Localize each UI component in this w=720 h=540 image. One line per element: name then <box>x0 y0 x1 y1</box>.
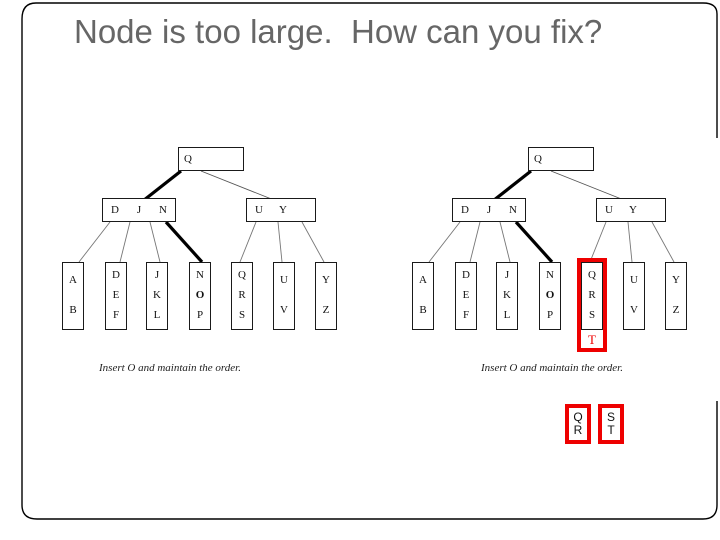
leaf-key: K <box>503 289 511 302</box>
overflow-added-key: T <box>588 332 596 347</box>
btree-diagram-after: Q D J N U Y A B D E F J K L N O P <box>400 140 720 390</box>
leaf-key: Y <box>322 274 330 287</box>
btree-leaf: D E F <box>455 262 477 330</box>
node-key: U <box>605 204 613 216</box>
node-key: D <box>111 204 119 216</box>
leaf-key: Q <box>238 269 246 282</box>
node-key: J <box>486 204 492 216</box>
btree-leaf: Q R S <box>231 262 253 330</box>
btree-leaf: U V <box>623 262 645 330</box>
node-key: N <box>509 204 517 216</box>
leaf-key: B <box>419 304 427 317</box>
leaf-key: S <box>588 309 596 322</box>
page-title: Node is too large. How can you fix? <box>74 13 603 50</box>
btree-diagram-before: Q D J N U Y A B D E F J K L N O <box>50 140 370 390</box>
btree-node-internal-left: D J N <box>452 198 526 222</box>
leaf-key: Y <box>672 274 680 287</box>
leaf-key: S <box>238 309 246 322</box>
node-key: N <box>159 204 167 216</box>
leaf-key: Z <box>672 304 680 317</box>
node-key: J <box>136 204 142 216</box>
leaf-key: E <box>112 289 120 302</box>
leaf-key: F <box>112 309 120 322</box>
btree-leaf: A B <box>62 262 84 330</box>
leaf-key: J <box>154 269 160 282</box>
node-key: Y <box>629 204 637 216</box>
btree-leaf: U V <box>273 262 295 330</box>
node-key: D <box>461 204 469 216</box>
split-key: Q <box>573 410 583 425</box>
btree-leaf: J K L <box>496 262 518 330</box>
btree-leaf: D E F <box>105 262 127 330</box>
btree-node-internal-left: D J N <box>102 198 176 222</box>
leaf-key: L <box>503 309 511 322</box>
leaf-key: A <box>69 274 77 287</box>
diagram-caption: Insert O and maintain the order. <box>481 362 623 374</box>
btree-edges-before <box>78 169 325 264</box>
split-node-left: Q R <box>565 404 591 444</box>
leaf-key: B <box>69 304 77 317</box>
btree-leaf: J K L <box>146 262 168 330</box>
leaf-key: J <box>504 269 510 282</box>
leaf-key: L <box>153 309 161 322</box>
diagram-caption: Insert O and maintain the order. <box>99 362 241 374</box>
leaf-key: Z <box>322 304 330 317</box>
leaf-key: A <box>419 274 427 287</box>
leaf-key: P <box>196 309 204 322</box>
btree-leaf: Y Z <box>665 262 687 330</box>
btree-leaf: Y Z <box>315 262 337 330</box>
leaf-key: P <box>546 309 554 322</box>
leaf-key: F <box>462 309 470 322</box>
node-key: Y <box>279 204 287 216</box>
btree-leaf-target: N O P <box>539 262 561 330</box>
leaf-key: N <box>546 269 554 282</box>
leaf-key: E <box>462 289 470 302</box>
leaf-key-inserted: O <box>195 289 205 302</box>
leaf-key: D <box>462 269 470 282</box>
btree-node-root: Q <box>528 147 594 171</box>
leaf-key: V <box>630 304 638 317</box>
btree-leaf: A B <box>412 262 434 330</box>
node-key: Q <box>534 153 542 165</box>
btree-node-root: Q <box>178 147 244 171</box>
btree-node-internal-right: U Y <box>596 198 666 222</box>
btree-node-internal-right: U Y <box>246 198 316 222</box>
split-key: S <box>606 410 615 425</box>
leaf-key: U <box>630 274 638 287</box>
leaf-key: V <box>280 304 288 317</box>
split-key: R <box>573 423 583 437</box>
leaf-key: R <box>588 289 596 302</box>
node-key: Q <box>184 153 192 165</box>
btree-leaf-target: N O P <box>189 262 211 330</box>
leaf-key: Q <box>588 269 596 282</box>
leaf-key-inserted: O <box>545 289 555 302</box>
leaf-key: D <box>112 269 120 282</box>
leaf-key: N <box>196 269 204 282</box>
leaf-key: U <box>280 274 288 287</box>
overflow-highlight-box <box>577 258 607 352</box>
node-key: U <box>255 204 263 216</box>
split-node-right: S T <box>598 404 624 444</box>
leaf-key: K <box>153 289 161 302</box>
btree-leaf-overflow: Q R S <box>581 262 603 330</box>
leaf-key: R <box>238 289 246 302</box>
split-key: T <box>607 423 615 437</box>
